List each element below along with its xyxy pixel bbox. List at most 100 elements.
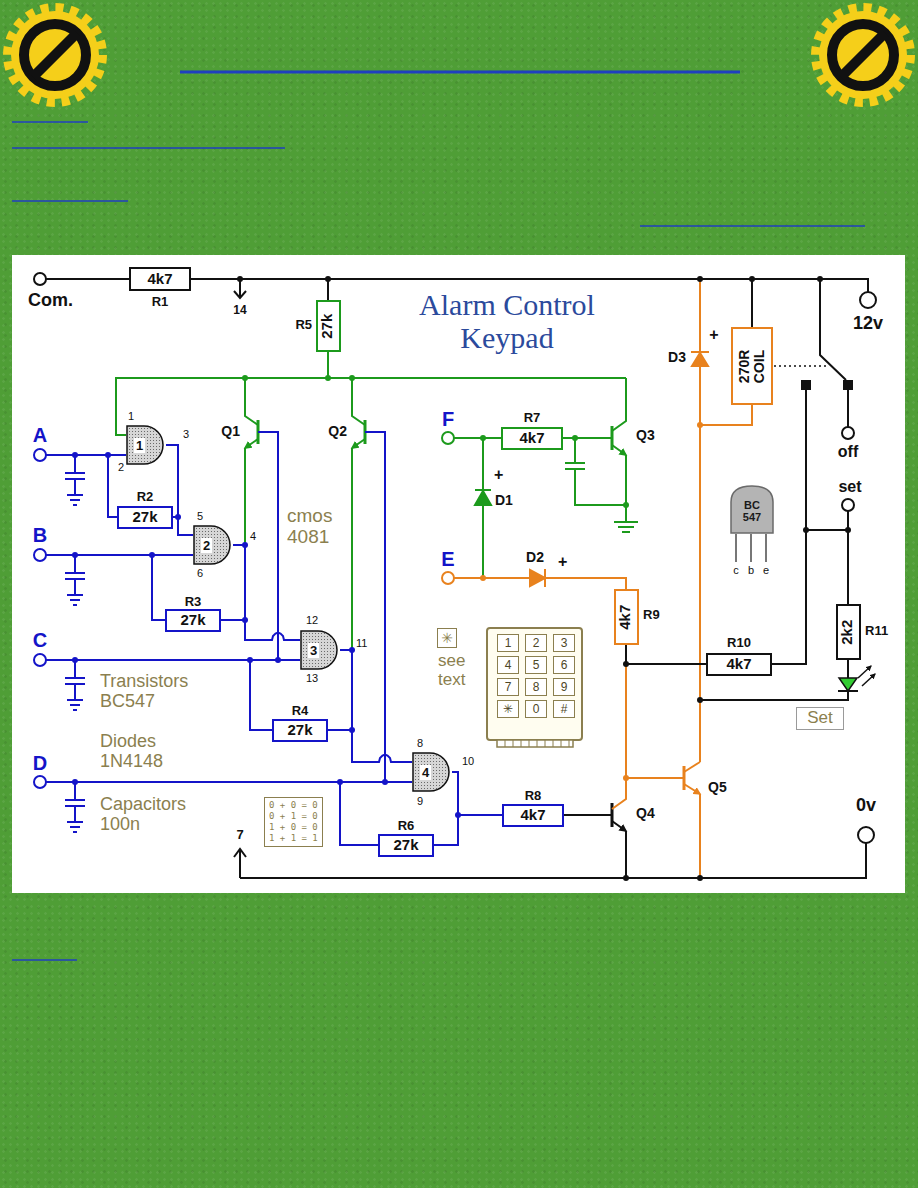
terminal-label: B <box>33 524 47 546</box>
ground-bus <box>240 843 866 878</box>
component-value: 4k7 <box>520 807 545 824</box>
relay-link <box>774 365 828 367</box>
keypad-key: 3 <box>553 634 575 652</box>
transistor-base-lead <box>365 432 385 782</box>
junction-dot <box>623 502 629 508</box>
polarity-mark: + <box>709 326 718 344</box>
diode-symbol <box>475 491 491 505</box>
prohibition-slash <box>841 33 885 77</box>
polarity-mark: + <box>558 553 567 571</box>
transistor-base-bar <box>611 803 614 827</box>
part-name: R10 <box>727 636 751 650</box>
junction-dot <box>72 779 78 785</box>
truth-table-row: 1 + 1 = 1 <box>269 833 318 844</box>
part-name: R9 <box>643 608 660 622</box>
resistor-box: 27k <box>165 609 221 632</box>
capacitor-symbol <box>565 438 626 505</box>
terminal <box>34 654 46 666</box>
pin-number: 7 <box>236 828 243 842</box>
component-value: 4k7 <box>519 430 544 447</box>
key-legend: 1 <box>505 637 512 649</box>
link-underline <box>640 225 865 227</box>
junction-dot <box>697 697 703 703</box>
key-legend: 0 <box>533 703 540 715</box>
pin-number: 4 <box>250 530 256 542</box>
truth-table-row: 0 + 1 = 0 <box>269 811 318 822</box>
keypad-body <box>487 628 582 740</box>
terminal-label: A <box>33 424 47 446</box>
keypad-key: 5 <box>525 656 547 674</box>
key-legend: 5 <box>533 659 540 671</box>
component-value: 27k <box>320 313 337 338</box>
gate-shape <box>413 753 449 791</box>
resistor-box: 27k <box>117 506 173 529</box>
junction-dot <box>72 657 78 663</box>
transistor-package: BC 547 <box>729 484 775 534</box>
key-legend: 2 <box>533 637 540 649</box>
circuit-wire <box>340 650 412 762</box>
component-value: 4k7 <box>726 656 751 673</box>
gate-number: 4 <box>420 765 431 780</box>
diode-symbol <box>530 570 545 586</box>
circuit-wire <box>452 772 502 815</box>
gate-shape <box>301 631 337 669</box>
light-arrow <box>862 674 875 686</box>
resistor-box: 2k2 <box>836 604 861 660</box>
component-value: 4k7 <box>618 604 635 629</box>
wire <box>805 389 807 530</box>
terminal <box>34 273 46 285</box>
resistor-box: 4k7 <box>501 427 563 450</box>
wire <box>46 278 129 280</box>
resistor-box: 4k7 <box>614 589 639 645</box>
part-name: R11 <box>865 624 888 638</box>
resistor-box: 27k <box>316 300 341 352</box>
pin-number: 12 <box>306 614 318 626</box>
orange-wiring <box>442 279 752 878</box>
transistor-emitter <box>245 439 258 448</box>
part-name: R6 <box>398 819 415 833</box>
terminal-label: off <box>838 443 858 461</box>
diode-bar <box>691 351 709 353</box>
truth-table: 0 + 0 = 00 + 1 = 01 + 0 = 01 + 1 = 1 <box>264 797 323 847</box>
junction-dot <box>480 575 486 581</box>
terminal-label: D <box>33 752 47 774</box>
gate-outline <box>300 630 340 670</box>
gear-teeth <box>8 8 102 102</box>
terminal <box>442 432 454 444</box>
wire <box>752 279 868 292</box>
wire <box>626 777 684 779</box>
junction-dot <box>572 435 578 441</box>
prohibition-ring <box>832 24 894 86</box>
junction-dots <box>72 276 851 881</box>
gate-number: 2 <box>201 538 212 553</box>
terminal-label: set <box>838 478 861 496</box>
terminal-label: Com. <box>28 291 73 311</box>
led-label: Set <box>807 709 833 728</box>
transistor-emitter <box>612 445 626 455</box>
resistor-box: 4k7 <box>129 267 191 291</box>
key-legend: 4 <box>505 659 512 671</box>
keypad-key: 2 <box>525 634 547 652</box>
pin-number: 10 <box>462 755 474 767</box>
light-arrow <box>858 666 871 678</box>
pin-number: 2 <box>118 461 124 473</box>
capacitor-symbol <box>65 555 85 605</box>
pin-number: 9 <box>417 795 423 807</box>
part-name: R2 <box>137 490 154 504</box>
component-value: 27k <box>287 722 312 739</box>
wire <box>847 389 849 427</box>
part-name: D2 <box>526 550 544 565</box>
component-note: cmos 4081 <box>287 506 349 548</box>
prohibition-slash <box>33 33 77 77</box>
circuit-wire <box>626 645 706 664</box>
junction-dot <box>817 276 823 282</box>
resistor-box: 27k <box>378 834 434 857</box>
relay-contact <box>844 381 852 389</box>
pin-number: 13 <box>306 672 318 684</box>
part-name: R5 <box>295 318 312 332</box>
component-note: Diodes 1N4148 <box>100 732 180 772</box>
component-note: see text <box>438 652 482 689</box>
pin-number: e <box>763 564 769 576</box>
keypad-key: 4 <box>497 656 519 674</box>
